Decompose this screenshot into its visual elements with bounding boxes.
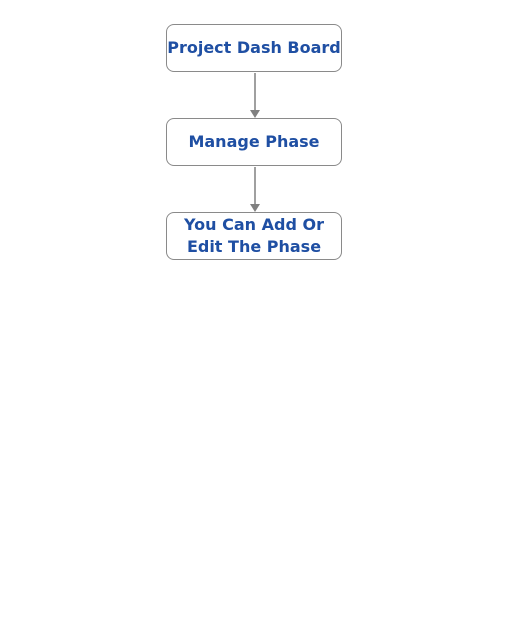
node-label: Manage Phase <box>188 132 320 151</box>
node-project-dash-board: Project Dash Board <box>166 24 342 72</box>
arrowhead-down-icon <box>250 204 260 212</box>
node-add-or-edit-phase: You Can Add Or Edit The Phase <box>166 212 342 260</box>
node-label: You Can Add Or Edit The Phase <box>184 215 324 256</box>
arrowhead-down-icon <box>250 110 260 118</box>
node-label: Project Dash Board <box>167 38 341 57</box>
connector-2 <box>250 167 260 212</box>
connector-1 <box>250 73 260 118</box>
node-manage-phase: Manage Phase <box>166 118 342 166</box>
